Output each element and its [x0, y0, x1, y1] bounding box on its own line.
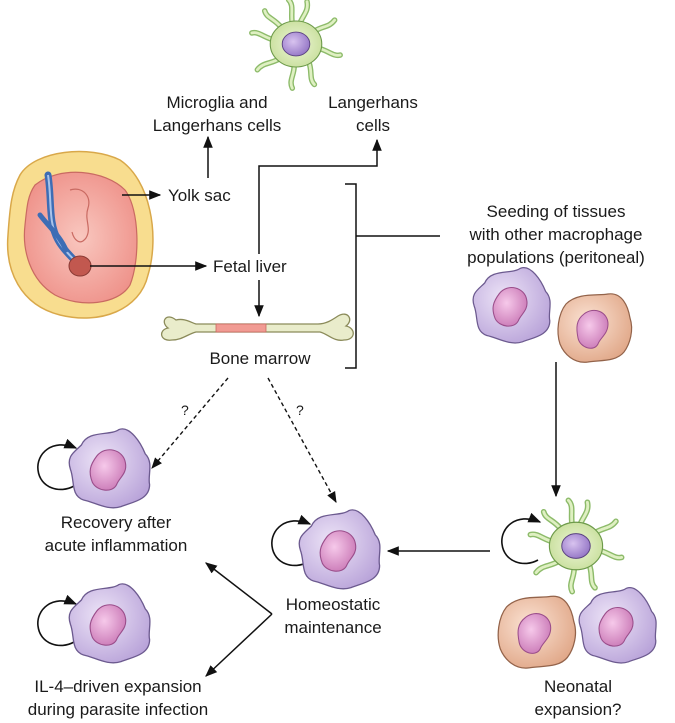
microglia-cell-top — [252, 0, 340, 88]
seeding-label-line2: with other macrophage — [469, 225, 643, 244]
il4-label-line1: IL-4–driven expansion — [34, 677, 201, 696]
microglia-label-line2: Langerhans cells — [153, 116, 282, 135]
recovery-label-line2: acute inflammation — [45, 536, 188, 555]
macrophage-cell-recovery — [68, 428, 151, 509]
self-renewal-arrow-neonatal — [502, 519, 540, 564]
macrophage-cell-seeding-peach — [557, 293, 633, 363]
embryo-illustration — [6, 150, 154, 319]
macrophage-cell-neonatal-purple — [578, 587, 657, 664]
macrophage-cell-il4 — [68, 583, 151, 664]
seeding-label-line3: populations (peritoneal) — [467, 248, 645, 267]
macrophage-cell-seeding-purple — [472, 267, 551, 344]
homeostatic-label-line2: maintenance — [284, 618, 381, 637]
seeding-label-line1: Seeding of tissues — [487, 202, 626, 221]
il4-label-line2: during parasite infection — [28, 700, 209, 719]
microglia-cell-neonatal — [530, 500, 621, 591]
dashed-connectors — [151, 377, 337, 503]
fetal-liver-label: Fetal liver — [213, 257, 287, 276]
question-mark-right: ? — [296, 402, 304, 418]
macrophage-cell-neonatal-peach — [497, 595, 577, 669]
recovery-label-line1: Recovery after — [61, 513, 172, 532]
question-mark-left: ? — [181, 402, 189, 418]
microglia-label-line1: Microglia and — [166, 93, 267, 112]
neonatal-label-line1: Neonatal — [544, 677, 612, 696]
macrophage-cell-homeostatic — [298, 509, 381, 590]
neonatal-label-line2: expansion? — [535, 700, 622, 719]
connectors — [90, 135, 561, 677]
homeostatic-label-line1: Homeostatic — [286, 595, 381, 614]
bone-illustration — [161, 313, 354, 341]
langerhans-label-line1: Langerhans — [328, 93, 418, 112]
langerhans-label-line2: cells — [356, 116, 390, 135]
labels: Microglia and Langerhans cells Langerhan… — [28, 93, 645, 719]
bone-marrow-label: Bone marrow — [209, 349, 311, 368]
yolk-sac-label: Yolk sac — [168, 186, 231, 205]
